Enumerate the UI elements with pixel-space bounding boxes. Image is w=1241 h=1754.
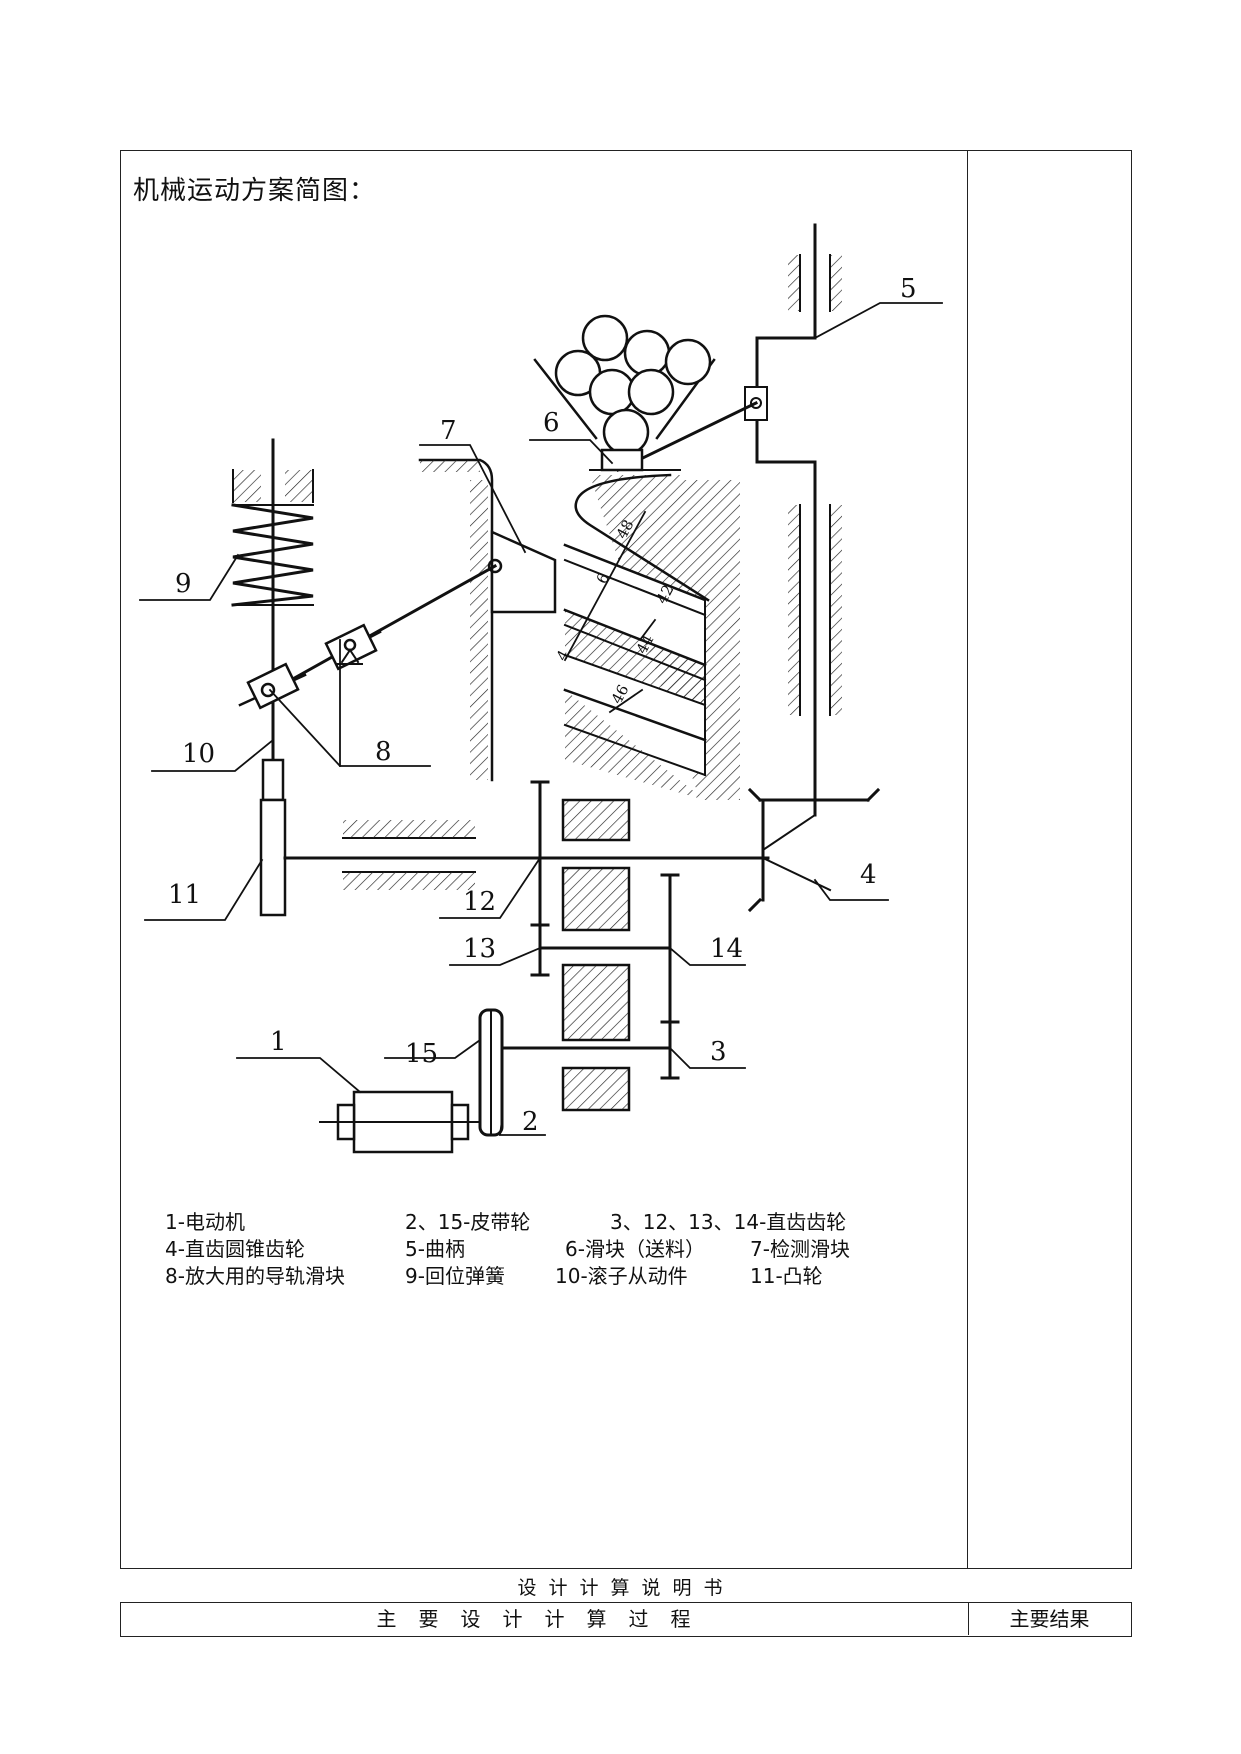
- section-heading: 机械运动方案简图：: [133, 176, 377, 206]
- label-5: 5: [900, 274, 917, 304]
- label-1: 1: [270, 1027, 287, 1057]
- mechanism-diagram: 5 6 7 9 10 8 11 12 13 14 4 3 15 1 2 48 6…: [139, 223, 943, 1154]
- legend-item: 7-检测滑块: [750, 1237, 850, 1261]
- legend-item: 6-滑块（送料）: [565, 1237, 705, 1261]
- label-4: 4: [860, 860, 877, 890]
- label-2: 2: [522, 1107, 539, 1137]
- legend-item: 10-滚子从动件: [555, 1264, 688, 1288]
- label-7: 7: [440, 416, 457, 446]
- label-9: 9: [175, 569, 192, 599]
- label-15: 15: [405, 1039, 438, 1069]
- label-10: 10: [182, 739, 215, 769]
- process-column-header: 主要设计计算过程: [376, 1607, 713, 1631]
- page-frame: [120, 150, 1132, 1569]
- column-divider: [967, 150, 968, 1569]
- crank-shaft: [755, 223, 817, 817]
- label-14: 14: [710, 934, 743, 964]
- legend-item: 3、12、13、14-直齿齿轮: [610, 1210, 847, 1234]
- result-column-header: 主要结果: [1009, 1607, 1090, 1631]
- header-table: 主要设计计算过程 主要结果: [120, 1602, 1132, 1637]
- legend-item: 2、15-皮带轮: [405, 1210, 531, 1234]
- legend-item: 8-放大用的导轨滑块: [165, 1264, 345, 1288]
- legend-row: 1-电动机 2、15-皮带轮 3、12、13、14-直齿齿轮: [165, 1206, 925, 1234]
- label-11: 11: [168, 880, 201, 910]
- table-divider: [968, 1603, 969, 1635]
- legend-row: 8-放大用的导轨滑块 9-回位弹簧 10-滚子从动件 11-凸轮: [165, 1260, 925, 1288]
- legend-item: 9-回位弹簧: [405, 1264, 505, 1288]
- document-title: 设计计算说明书: [517, 1577, 735, 1599]
- legend-item: 5-曲柄: [405, 1237, 465, 1261]
- label-8: 8: [375, 737, 392, 767]
- label-6: 6: [543, 408, 560, 438]
- legend-item: 1-电动机: [165, 1210, 245, 1234]
- label-13: 13: [463, 934, 496, 964]
- legend-item: 11-凸轮: [750, 1264, 823, 1288]
- legend-item: 4-直齿圆锥齿轮: [165, 1237, 305, 1261]
- label-3: 3: [710, 1037, 727, 1067]
- legend-row: 4-直齿圆锥齿轮 5-曲柄 6-滑块（送料） 7-检测滑块: [165, 1233, 925, 1261]
- legend: 1-电动机 2、15-皮带轮 3、12、13、14-直齿齿轮 4-直齿圆锥齿轮 …: [165, 1206, 925, 1288]
- label-12: 12: [463, 887, 496, 917]
